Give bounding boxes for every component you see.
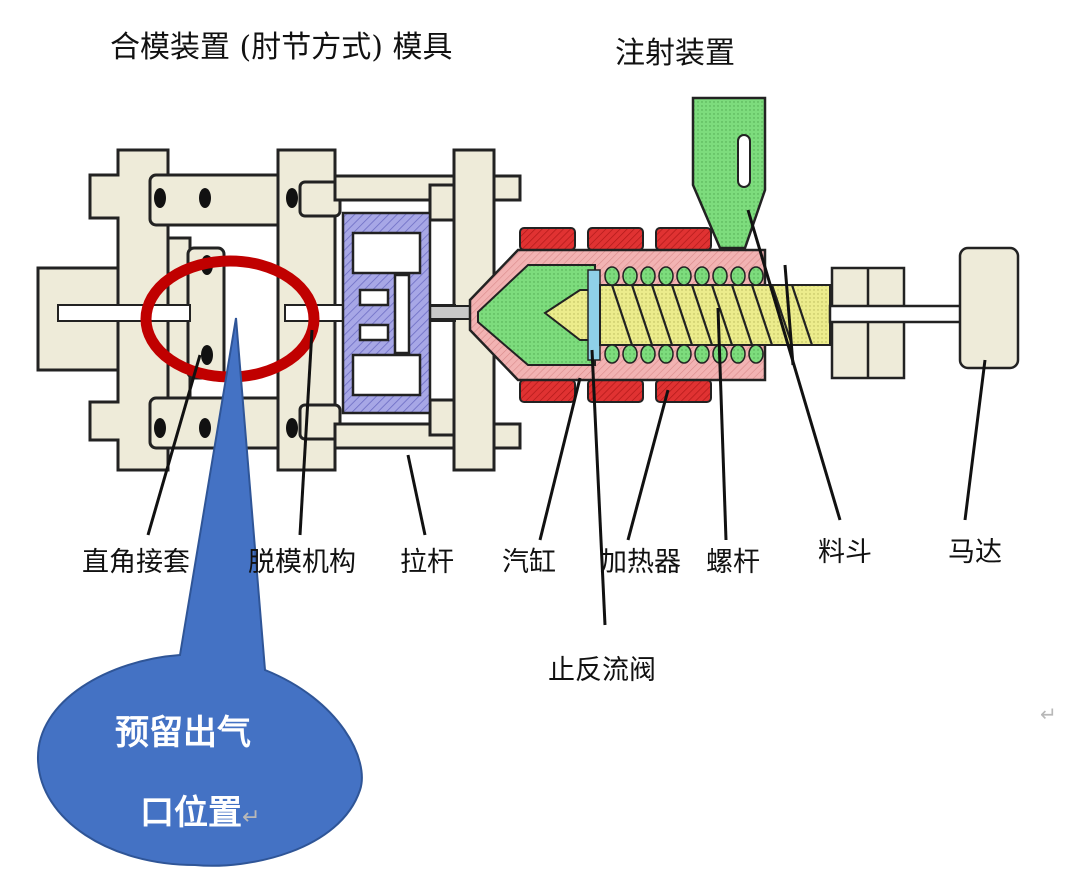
label-ejector: 脱模机构 — [248, 547, 356, 578]
mold — [341, 211, 432, 415]
callout-bubble — [36, 317, 363, 867]
check-valve — [587, 269, 601, 361]
toggle-pins — [154, 188, 298, 438]
injection-unit-title: 注射装置 — [615, 36, 735, 71]
label-tie-bar: 拉杆 — [400, 547, 454, 578]
heater-bands — [519, 227, 712, 403]
callout-line-2-text: 口位置 — [140, 793, 242, 833]
hopper — [691, 96, 767, 250]
label-toggle-sleeve: 直角接套 — [82, 547, 190, 578]
label-hopper: 料斗 — [818, 537, 872, 568]
callout-line-2: 口位置↵ — [140, 785, 260, 834]
screw-flights — [604, 266, 764, 364]
clamp-unit-title: 合模装置 (肘节方式) 模具 — [110, 30, 453, 65]
label-check-valve: 止反流阀 — [548, 655, 656, 686]
label-cylinder: 汽缸 — [502, 547, 556, 578]
motor — [958, 246, 1020, 370]
callout-line-1: 预留出气 — [115, 713, 251, 753]
callout-return-mark: ↵ — [242, 805, 261, 830]
label-heater: 加热器 — [600, 547, 681, 578]
drive-unit — [828, 246, 1020, 380]
label-motor: 马达 — [948, 537, 1002, 568]
label-screw: 螺杆 — [706, 547, 760, 578]
leader-lines — [146, 209, 987, 626]
melt-chamber — [477, 264, 596, 366]
paragraph-mark: ↵ — [1040, 702, 1057, 726]
screw — [599, 284, 831, 346]
